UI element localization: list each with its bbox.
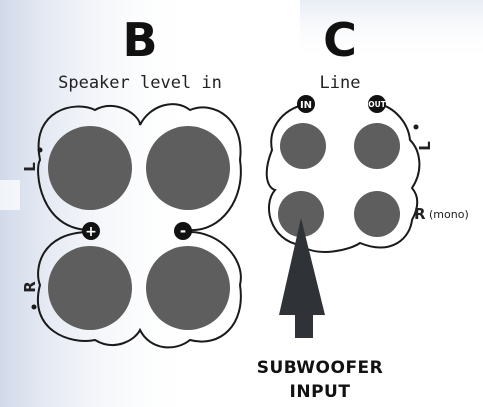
section-b-subtitle: Speaker level in [58, 73, 222, 93]
out-badge [368, 95, 386, 113]
in-badge-label: IN [300, 100, 312, 111]
section-c: C Line IN OUT L R (mono) [265, 13, 469, 253]
section-c-mono-note: (mono) [429, 208, 469, 221]
caption-line-2: INPUT [289, 382, 351, 402]
subwoofer-input-caption: SUBWOOFER INPUT [250, 356, 390, 404]
section-b-r-label: R [21, 281, 39, 293]
speaker-terminal-l-plus [48, 126, 132, 210]
arrow-shaft [295, 313, 313, 338]
plus-symbol: + [85, 224, 97, 240]
section-b: B Speaker level in L R + - [21, 13, 242, 349]
minus-symbol: - [180, 222, 186, 240]
speaker-terminal-l-minus [146, 126, 230, 210]
section-c-subtitle: Line [320, 73, 361, 93]
speaker-terminal-outline-bottom [37, 231, 242, 349]
section-b-r-dot [31, 304, 37, 310]
minus-badge [174, 222, 192, 240]
section-b-letter: B [122, 13, 157, 67]
speaker-terminal-r-minus [146, 246, 230, 330]
speaker-terminal-outline-top [37, 103, 242, 232]
in-badge [297, 95, 315, 113]
line-terminal-in-l [280, 123, 326, 169]
section-c-letter: C [323, 13, 357, 67]
section-c-l-dot [413, 124, 419, 130]
section-b-l-dot [37, 147, 43, 153]
line-terminal-out-l [354, 123, 400, 169]
section-c-l-label: L [416, 141, 434, 151]
caption-line-1: SUBWOOFER [256, 358, 384, 378]
section-b-l-label: L [21, 162, 39, 172]
section-c-r-label: R [414, 205, 426, 223]
line-terminal-outline [265, 103, 421, 253]
out-badge-label: OUT [368, 100, 386, 109]
arrow-head [279, 218, 325, 315]
line-terminal-out-r [354, 191, 400, 237]
speaker-terminal-r-plus [48, 246, 132, 330]
subwoofer-input-arrow [279, 218, 325, 338]
plus-badge [82, 222, 100, 240]
line-terminal-in-r [278, 191, 324, 237]
